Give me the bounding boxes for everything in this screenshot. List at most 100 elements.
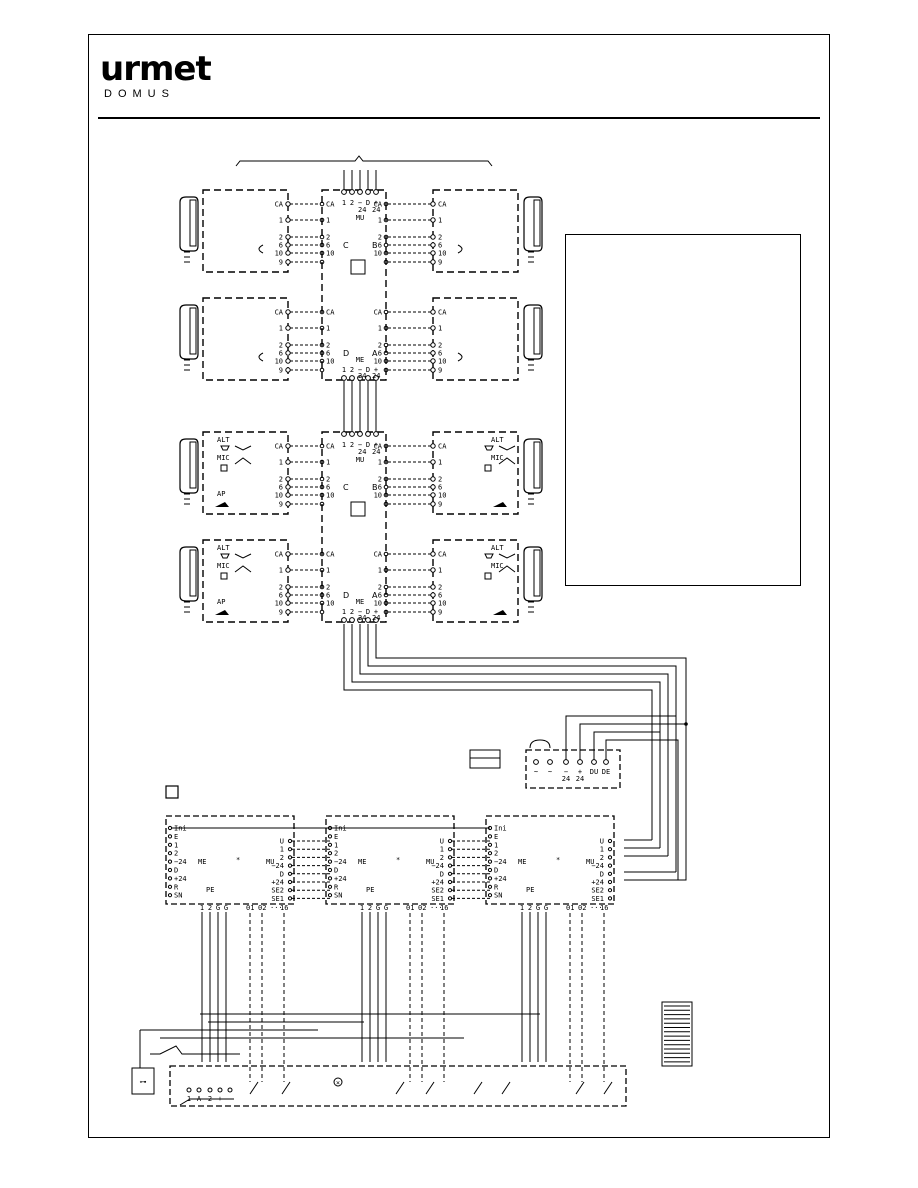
panel-3-me-terminal [487, 859, 493, 864]
panel-2-pe-terminal-label: 2 [368, 904, 372, 912]
panel-3-mu-terminal [607, 855, 613, 860]
panel-3-me-terminal [487, 867, 493, 873]
quad-1-module-label: 10 [374, 358, 382, 366]
quad-1-module-label: 6 [326, 242, 330, 250]
quad-2-terminal [430, 592, 436, 598]
quad-2-ap-label: AP [217, 490, 225, 498]
panel-1-me-terminal-label: 2 [174, 850, 178, 858]
quad-2-mu-bus-terminal [349, 431, 355, 437]
bus-cable-3 [359, 624, 669, 856]
quad-2-terminal [285, 501, 291, 507]
panel-3-me-terminal [487, 876, 493, 881]
quad-1-terminal [285, 242, 291, 248]
quad-1-terminal [430, 309, 436, 315]
quad-1-module-label: CA [326, 201, 335, 209]
quad-2-mic-icon [484, 572, 492, 580]
quad-1-handset-left-top-icon [179, 196, 199, 252]
legend-square-icon [165, 785, 179, 799]
psu-terminal [577, 759, 583, 765]
quad-2-alt-label: ALT [491, 544, 504, 552]
quad-2-terminal-label: 10 [438, 492, 446, 500]
quad-1-me-bus-terminal [341, 375, 347, 381]
quad-2-ap-icon [215, 502, 229, 507]
panel-2-mu-terminal-label: SE2 [431, 887, 444, 895]
panel-3-mu-terminal-label: 1 [600, 846, 604, 854]
psu-lead [605, 739, 679, 880]
psu-lead [565, 715, 676, 762]
panel-1-me-terminal [167, 884, 173, 889]
psu-terminal-label: DU [590, 768, 598, 776]
panel-2-me-label: ME [358, 858, 366, 866]
panel-2-mu-terminal [447, 855, 453, 860]
quad-2-mic-label: MIC [217, 562, 230, 570]
quad-2-terminal-label: 1 [279, 567, 283, 575]
panel-1-mu-terminal [287, 855, 293, 860]
quad-1-module-label: 1 [326, 325, 330, 333]
panel-1-mu-terminal-label: U [280, 838, 284, 846]
quad-2-terminal [430, 459, 436, 465]
panel-3-pe-terminal-label: 2 [528, 904, 532, 912]
quad-1-terminal-label: CA [438, 201, 447, 209]
quad-2-terminal [285, 492, 291, 498]
panel-3-mu-terminal [607, 896, 613, 901]
panel-2-pe-terminal-label: 1 [360, 904, 364, 912]
panel-2-button-label: 01 [406, 904, 414, 912]
quad-1-module-label: CA [374, 309, 383, 317]
panel-3-me-terminal-label: 1 [494, 841, 498, 849]
quad-2-terminal-label: 2 [279, 476, 283, 484]
quad-1-terminal [285, 250, 291, 256]
keypad-terminal [186, 1087, 192, 1093]
quad-2-module-label: 1 [378, 459, 382, 467]
keypad-terminal-box [169, 1065, 627, 1107]
psu-terminal-label: DE [602, 768, 610, 776]
quad-1-module-label: 10 [326, 250, 334, 258]
quad-1-jumper [457, 244, 463, 254]
panel-3-me-terminal-label: Ini [494, 825, 507, 833]
quad-2-terminal-label: 10 [275, 492, 283, 500]
quad-2-terminal [285, 592, 291, 598]
keypad-terminal [207, 1087, 213, 1093]
brand-subtitle: DOMUS [104, 88, 175, 100]
quad-1-terminal-label: 9 [438, 367, 442, 375]
quad-2-terminal-label: 2 [279, 584, 283, 592]
quad-1-terminal-label: 9 [279, 259, 283, 267]
quad-2-mic-label: MIC [491, 562, 504, 570]
quad-2-module-label: 1 [378, 567, 382, 575]
panel-1-mu-terminal [287, 871, 293, 876]
panel-2-me-terminal-label: D [334, 867, 338, 875]
panel-1-me-label: ME [198, 858, 206, 866]
quad-2-mu-bus-label: D [366, 441, 370, 449]
panel-1-button-dots: ··· [270, 904, 283, 912]
quad-2-mu-sub-label: 24 [358, 448, 366, 456]
quad-2-terminal [285, 609, 291, 615]
quad-2-speaker-icon [220, 445, 230, 451]
quad-1-quad-label: D [343, 349, 349, 358]
quad-2-me-bus-terminal [349, 617, 355, 623]
panel-3-me-label: ME [518, 858, 526, 866]
quad-2-terminal-label: 6 [438, 592, 442, 600]
quad-1-jumper [258, 352, 264, 362]
quad-1-terminal [285, 309, 291, 315]
panel-1-pe-terminal-label: G [216, 904, 220, 912]
quad-2-terminal [285, 476, 291, 482]
quad-1-terminal [430, 250, 436, 256]
panel-1-mu-terminal-label: SE2 [271, 887, 284, 895]
quad-1-terminal [285, 325, 291, 331]
panel-1-mu-label: MU [266, 858, 274, 866]
panel-2-pe-terminal-label: G [376, 904, 380, 912]
quad-1-terminal-label: 6 [279, 242, 283, 250]
panel-1-me-terminal [167, 834, 173, 839]
panel-3-mu-terminal-label: 2 [600, 854, 604, 862]
quad-2-handset-left-top-icon [179, 438, 199, 494]
quad-1-module-label: 6 [326, 350, 330, 358]
quad-1-terminal [285, 358, 291, 364]
quad-1-terminal [430, 201, 436, 207]
quad-2-mu-label: MU [356, 456, 364, 464]
panel-2-button-dots: ··· [430, 904, 443, 912]
panel-3-mu-terminal-label: +24 [591, 879, 604, 887]
quad-2-terminal [430, 476, 436, 482]
panel-3-me-terminal-label: +24 [494, 875, 507, 883]
quad-2-module-label: 1 [326, 567, 330, 575]
panel-1-mu-terminal [287, 879, 293, 885]
quad-2-speaker-icon [220, 553, 230, 559]
